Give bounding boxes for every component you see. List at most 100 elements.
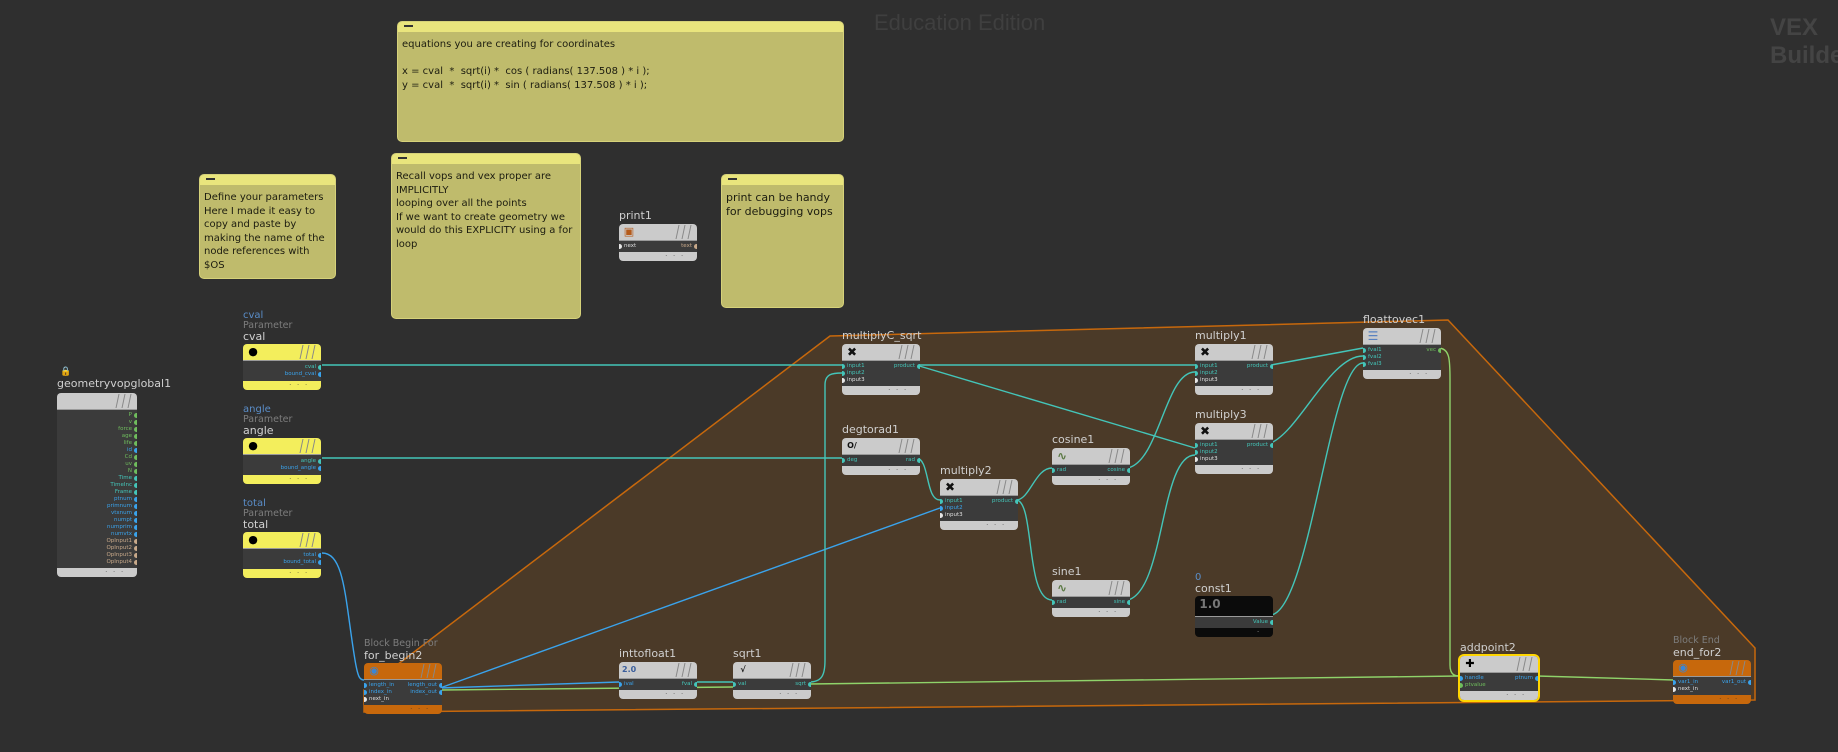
- input-port[interactable]: [364, 690, 367, 695]
- output-port[interactable]: [134, 497, 137, 502]
- output-port[interactable]: [134, 476, 137, 481]
- input-port[interactable]: [1195, 457, 1198, 462]
- output-port[interactable]: [694, 682, 697, 687]
- output-port[interactable]: [1535, 676, 1538, 681]
- output-port[interactable]: [1015, 499, 1018, 504]
- input-port[interactable]: [842, 458, 845, 463]
- input-port[interactable]: [1195, 450, 1198, 455]
- output-port[interactable]: [134, 469, 137, 474]
- node-flags[interactable]: [787, 663, 807, 677]
- output-port[interactable]: [1748, 680, 1751, 685]
- output-port[interactable]: [318, 365, 321, 370]
- output-port[interactable]: [318, 372, 321, 377]
- output-port[interactable]: [318, 466, 321, 471]
- collapse-icon[interactable]: [404, 25, 413, 27]
- input-port[interactable]: [619, 682, 622, 687]
- node-flags[interactable]: [1106, 581, 1126, 595]
- sticky-titlebar[interactable]: [392, 154, 580, 164]
- input-port[interactable]: [1363, 362, 1366, 367]
- input-port[interactable]: [1460, 676, 1463, 681]
- input-port[interactable]: [1195, 378, 1198, 383]
- output-port[interactable]: [134, 518, 137, 523]
- output-port[interactable]: [134, 490, 137, 495]
- sticky-titlebar[interactable]: [398, 22, 843, 32]
- input-port[interactable]: [940, 513, 943, 518]
- node-flags[interactable]: [1249, 345, 1269, 359]
- node-flags[interactable]: [1417, 329, 1437, 343]
- output-port[interactable]: [1270, 620, 1273, 625]
- output-port[interactable]: [318, 553, 321, 558]
- output-port[interactable]: [1127, 468, 1130, 473]
- output-port[interactable]: [134, 413, 137, 418]
- input-port[interactable]: [1460, 683, 1463, 688]
- sticky-titlebar[interactable]: [200, 175, 335, 185]
- output-port[interactable]: [1438, 348, 1441, 353]
- node-angle[interactable]: angle Parameter angle ● angle bound_angl…: [243, 404, 321, 484]
- output-port[interactable]: [439, 690, 442, 695]
- output-port[interactable]: [134, 504, 137, 509]
- collapse-icon[interactable]: [728, 178, 737, 180]
- output-port[interactable]: [134, 546, 137, 551]
- node-flags[interactable]: [896, 439, 916, 453]
- output-port[interactable]: [318, 459, 321, 464]
- output-port[interactable]: [134, 532, 137, 537]
- output-port[interactable]: [134, 483, 137, 488]
- output-port[interactable]: [1270, 364, 1273, 369]
- output-port[interactable]: [134, 427, 137, 432]
- node-flags[interactable]: [1106, 449, 1126, 463]
- input-port[interactable]: [842, 371, 845, 376]
- input-port[interactable]: [1052, 468, 1055, 473]
- node-const1[interactable]: 0 const1 1.0 Value ·: [1195, 572, 1273, 637]
- output-port[interactable]: [134, 560, 137, 565]
- input-port[interactable]: [842, 378, 845, 383]
- output-port[interactable]: [1270, 443, 1273, 448]
- output-port[interactable]: [917, 364, 920, 369]
- output-port[interactable]: [694, 244, 697, 249]
- input-port[interactable]: [1195, 364, 1198, 369]
- input-port[interactable]: [733, 682, 736, 687]
- input-port[interactable]: [1052, 600, 1055, 605]
- output-port[interactable]: [134, 455, 137, 460]
- output-port[interactable]: [439, 683, 442, 688]
- node-cval[interactable]: cval Parameter cval ● cval bound_cval ··…: [243, 310, 321, 390]
- input-port[interactable]: [940, 506, 943, 511]
- node-flags[interactable]: [113, 394, 133, 408]
- input-port[interactable]: [1195, 443, 1198, 448]
- output-port[interactable]: [134, 539, 137, 544]
- output-port[interactable]: [917, 458, 920, 463]
- collapse-icon[interactable]: [206, 178, 215, 180]
- input-port[interactable]: [940, 499, 943, 504]
- collapse-icon[interactable]: [398, 157, 407, 159]
- output-port[interactable]: [134, 553, 137, 558]
- input-port[interactable]: [1363, 348, 1366, 353]
- input-port[interactable]: [1195, 371, 1198, 376]
- output-port[interactable]: [134, 448, 137, 453]
- input-port[interactable]: [619, 244, 622, 249]
- node-flags[interactable]: [896, 345, 916, 359]
- input-port[interactable]: [1363, 355, 1366, 360]
- input-port[interactable]: [842, 364, 845, 369]
- input-port[interactable]: [1673, 680, 1676, 685]
- output-port[interactable]: [134, 420, 137, 425]
- lock-icon[interactable]: 🔒: [60, 367, 72, 377]
- output-port[interactable]: [318, 560, 321, 565]
- node-flags[interactable]: [1249, 424, 1269, 438]
- output-port[interactable]: [1127, 600, 1130, 605]
- sticky-params[interactable]: Define your parameters Here I made it ea…: [199, 174, 336, 279]
